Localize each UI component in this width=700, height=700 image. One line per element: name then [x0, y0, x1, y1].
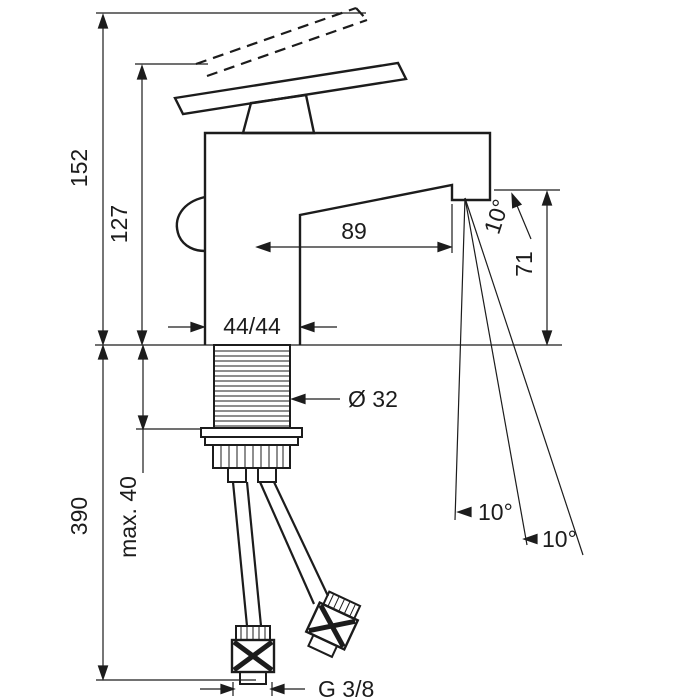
braid-cross [308, 604, 356, 648]
label-swivel-angle-outer: 10° [542, 526, 577, 552]
washer-upper [200, 427, 303, 438]
dim-spout-height [494, 189, 560, 345]
dimensions [96, 12, 560, 696]
label-spout-angle: 10° [479, 196, 514, 237]
cartridge-escutcheon [241, 93, 316, 135]
label-spout-height: 71 [511, 251, 537, 277]
dim-spout-reach [256, 204, 453, 253]
label-swivel-angle-inner: 10° [478, 499, 513, 525]
mounting-nut [212, 444, 291, 469]
dim-height-to-spout [135, 63, 208, 345]
dim-overall-height [96, 12, 366, 345]
label-overall-height: 152 [66, 149, 92, 187]
faucet-outline [173, 6, 492, 345]
braid-cross [232, 639, 274, 673]
dim-max-deck-thickness [136, 345, 200, 473]
supply-hoses [231, 481, 329, 627]
body-and-spout [203, 131, 492, 345]
label-spout-reach: 89 [341, 218, 367, 244]
dimension-labels: 152 127 390 max. 40 89 71 44/44 Ø 32 G 3… [66, 149, 577, 700]
label-body-width: 44/44 [223, 313, 281, 339]
dim-shank-diameter [291, 393, 340, 405]
label-hose-length: 390 [66, 497, 92, 535]
threaded-shank [213, 344, 291, 429]
mounting-hardware [200, 427, 303, 483]
swivel-fan-lines [454, 197, 584, 556]
label-max-deck-thickness: max. 40 [115, 476, 141, 558]
back-hook-detail [175, 195, 206, 253]
label-connection-thread: G 3/8 [318, 676, 374, 700]
dim-spout-angle [507, 191, 532, 240]
washer-lower [204, 436, 299, 446]
nut-knurling [220, 446, 284, 467]
hose-nipple-right [257, 467, 277, 483]
dim-body-width [168, 321, 337, 333]
hose-nipple-left [227, 467, 247, 483]
hose-connector-right [304, 590, 362, 659]
label-shank-diameter: Ø 32 [348, 386, 398, 412]
dim-connection-thread [200, 682, 305, 696]
label-height-to-spout: 127 [106, 205, 132, 243]
lever-raised-position [195, 6, 368, 78]
hose-connector-left [230, 625, 276, 685]
thread-lines [215, 350, 289, 427]
dim-hose-length [96, 345, 256, 681]
lever-handle [173, 61, 408, 116]
